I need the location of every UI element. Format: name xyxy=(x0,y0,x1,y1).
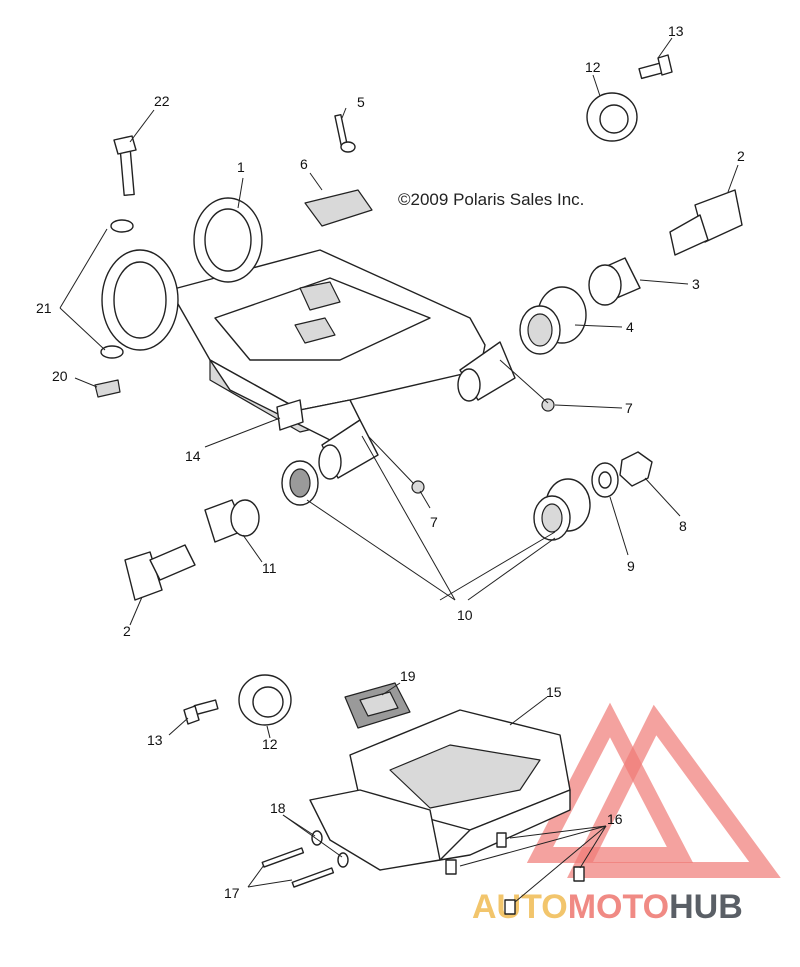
callout-10: 10 xyxy=(457,607,473,623)
bolt-16-d xyxy=(504,899,516,915)
bushing-3 xyxy=(588,257,641,306)
washer-9 xyxy=(591,462,619,498)
callout-20: 20 xyxy=(52,368,68,384)
bolt-16-c xyxy=(573,866,585,882)
clamp-ring-front-inner xyxy=(113,261,167,339)
callout-4: 4 xyxy=(626,319,634,335)
bearing-10-right xyxy=(533,478,591,541)
bearing-4-top xyxy=(519,286,587,355)
callout-19: 19 xyxy=(400,668,416,684)
leader-lines xyxy=(59,37,739,903)
callout-2-top: 2 xyxy=(737,148,745,164)
swing-arm-cutout xyxy=(299,281,341,311)
bolt-22 xyxy=(113,135,137,197)
pivot-tube-right xyxy=(457,341,516,402)
callout-14: 14 xyxy=(185,448,201,464)
bolt-16-b xyxy=(445,859,457,875)
callout-16: 16 xyxy=(607,811,623,827)
swing-arm-cutout-2 xyxy=(294,317,336,344)
callout-13-bottom: 13 xyxy=(147,732,163,748)
pad-6 xyxy=(304,189,373,227)
callout-7-bottom: 7 xyxy=(430,514,438,530)
callout-17: 17 xyxy=(224,885,240,901)
pivot-tube-left xyxy=(318,419,379,480)
plate-12-top xyxy=(586,92,638,142)
callout-15: 15 xyxy=(546,684,562,700)
grease-fitting-7-bottom xyxy=(411,480,425,494)
bolt-16-a xyxy=(496,832,507,848)
callout-labels: 1 2 2 3 4 5 6 7 7 8 9 10 11 12 12 13 13 … xyxy=(36,23,745,901)
bearing-10-left xyxy=(281,460,319,506)
washer-21-top xyxy=(110,219,134,233)
callout-12-top: 12 xyxy=(585,59,601,75)
callout-22: 22 xyxy=(154,93,170,109)
callout-5: 5 xyxy=(357,94,365,110)
callout-11: 11 xyxy=(262,560,277,576)
plate-12-bottom xyxy=(238,674,292,726)
callout-2-bottom: 2 xyxy=(123,623,131,639)
callout-7-top: 7 xyxy=(625,400,633,416)
pad-19 xyxy=(344,682,411,729)
washer-21-bottom xyxy=(100,345,124,359)
nut-20 xyxy=(94,379,121,398)
decal-14 xyxy=(276,399,304,431)
watermark-text: AUTOMOTOHUB xyxy=(472,888,743,926)
grease-fitting-7-top xyxy=(541,398,555,412)
swing-arm-part xyxy=(101,197,516,480)
callout-18: 18 xyxy=(270,800,286,816)
bolt-17-upper xyxy=(261,847,305,868)
callout-9: 9 xyxy=(627,558,635,574)
cover-15-cavity xyxy=(389,744,541,809)
bolt-13-bottom xyxy=(183,699,219,725)
callout-1: 1 xyxy=(237,159,245,175)
callout-8: 8 xyxy=(679,518,687,534)
callout-13-top: 13 xyxy=(668,23,684,39)
bolt-13-top xyxy=(638,54,673,80)
callout-3: 3 xyxy=(692,276,700,292)
washer-18-upper xyxy=(311,830,323,846)
cover-15-side xyxy=(439,789,571,861)
watermark-triangle-left xyxy=(526,702,694,863)
callout-21: 21 xyxy=(36,300,52,316)
rivet-5 xyxy=(334,114,356,153)
watermark: AUTOMOTOHUB xyxy=(472,702,781,926)
watermark-triangle-right xyxy=(567,704,781,878)
bushing-11 xyxy=(204,499,260,543)
callout-6: 6 xyxy=(300,156,308,172)
nut-8 xyxy=(619,451,653,487)
pivot-bolt-2-top xyxy=(669,189,743,256)
clamp-ring-rear-inner xyxy=(204,208,252,272)
bolt-17-lower xyxy=(291,867,335,888)
rear-cover-assembly xyxy=(309,709,571,871)
callout-12-bottom: 12 xyxy=(262,736,278,752)
pivot-bolt-2-bottom xyxy=(124,544,196,601)
copyright-text: ©2009 Polaris Sales Inc. xyxy=(398,190,584,209)
